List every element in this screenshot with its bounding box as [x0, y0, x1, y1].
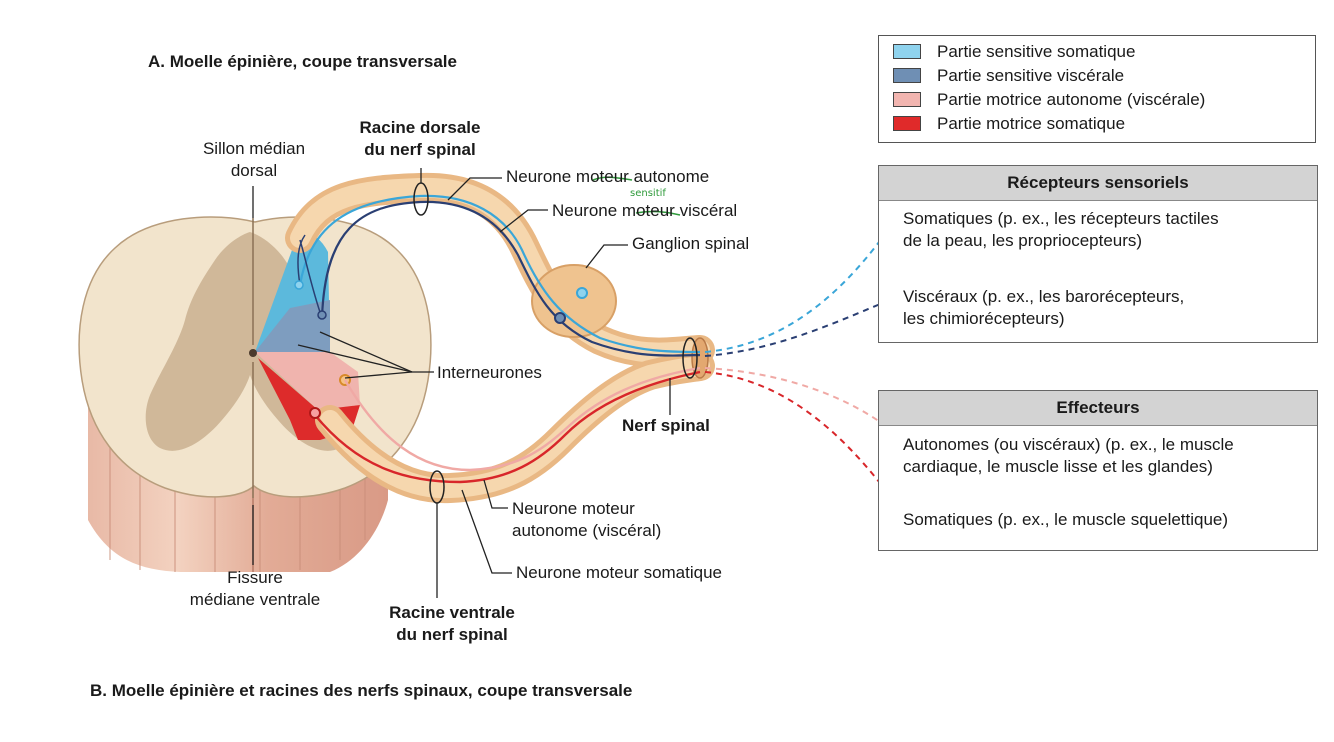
recepteur-visceraux: Viscéraux (p. ex., les barorécepteurs,le…: [903, 287, 1185, 328]
effecteur-autonomes: Autonomes (ou viscéraux) (p. ex., le mus…: [903, 435, 1234, 476]
dash-somatic-effector: [704, 371, 903, 513]
motor-somatic-cell: [309, 407, 321, 419]
recepteurs-header: Récepteurs sensoriels: [879, 166, 1317, 201]
legend-item-motrice-somatique: Partie motrice somatique: [893, 114, 1313, 134]
label-neurone-moteur-visceral: Neurone moteur viscéral: [552, 201, 738, 220]
label-interneurones: Interneurones: [437, 363, 542, 382]
ganglion-shape: [531, 264, 617, 338]
swatch: [893, 44, 921, 59]
legend: Partie sensitive somatique Partie sensit…: [878, 35, 1316, 143]
dash-autonomic-effector: [704, 367, 901, 438]
label-nerf-spinal: Nerf spinal: [622, 416, 710, 435]
handwritten-note: sensitif: [630, 188, 666, 199]
effecteur-somatiques: Somatiques (p. ex., le muscle squelettiq…: [903, 510, 1229, 529]
label-ganglion-spinal: Ganglion spinal: [632, 234, 750, 253]
title-b: B. Moelle épinière et racines des nerfs …: [90, 681, 633, 700]
legend-item-motrice-autonome: Partie motrice autonome (viscérale): [893, 90, 1313, 110]
recepteur-somatiques: Somatiques (p. ex., les récepteurs tacti…: [903, 209, 1219, 250]
dash-somatic-receptor: [704, 219, 896, 353]
recepteurs-box: Récepteurs sensoriels Somatiques (p. ex.…: [878, 165, 1318, 343]
sensory-visceral-horn: [255, 300, 330, 352]
title-a: A. Moelle épinière, coupe transversale: [148, 52, 457, 71]
motor-autonomic-horn: [255, 352, 360, 410]
gray-matter: [145, 232, 355, 451]
motor-somatic-fiber: [314, 370, 701, 484]
effecteurs-header: Effecteurs: [879, 391, 1317, 426]
effecteurs-box: Effecteurs Autonomes (ou viscéraux) (p. …: [878, 390, 1318, 551]
swatch: [893, 68, 921, 83]
motor-autonomic-fiber: [343, 366, 701, 472]
sensory-visceral-fiber: [320, 200, 701, 357]
sensory-somatic-cell: [576, 287, 588, 299]
dash-visceral-receptor: [704, 297, 896, 357]
sensory-visceral-cell: [554, 312, 566, 324]
spinal-cord: [78, 216, 432, 572]
swatch: [893, 92, 921, 107]
legend-item-sensitive-viscerale: Partie sensitive viscérale: [893, 66, 1313, 86]
swatch: [893, 116, 921, 131]
dorsal-root: [285, 172, 715, 368]
label-neurone-moteur-autonome: Neurone moteur autonome: [506, 167, 710, 186]
label-neurone-moteur-somatique: Neurone moteur somatique: [516, 563, 723, 582]
sensory-somatic-fiber: [298, 194, 701, 354]
legend-item-sensitive-somatique: Partie sensitive somatique: [893, 42, 1313, 62]
